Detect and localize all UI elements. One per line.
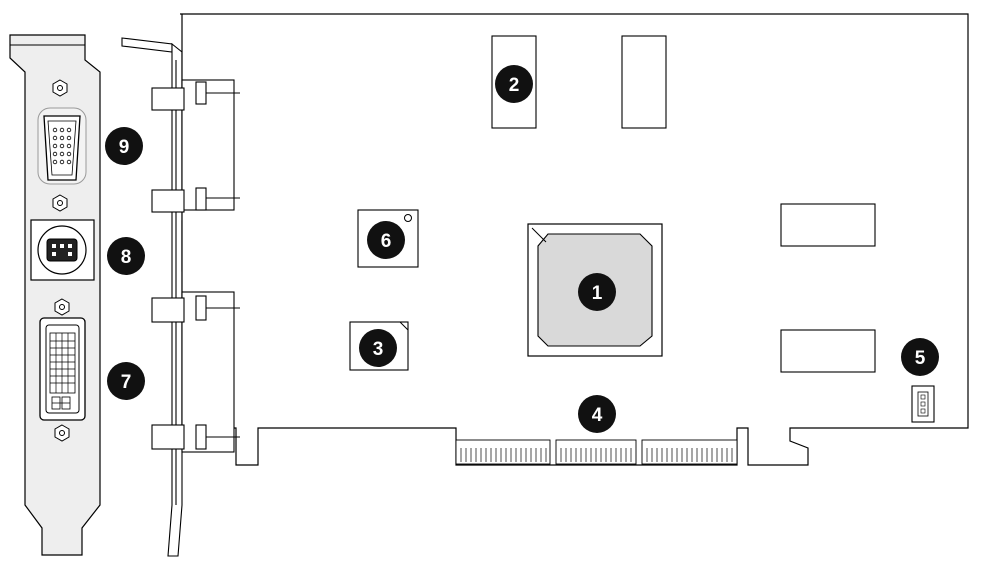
marker-7: 7: [107, 362, 145, 400]
marker-9-label: 9: [119, 137, 130, 158]
memory-chip-upper-right: [780, 203, 876, 247]
bus-connector-edge: [455, 439, 738, 465]
dvi-screw-top: [54, 298, 70, 316]
vga-connector-body: [151, 79, 240, 213]
vga-pins: [52, 127, 72, 165]
marker-1: 1: [578, 273, 616, 311]
marker-8: 8: [107, 237, 145, 275]
marker-2: 2: [495, 65, 533, 103]
marker-3-label: 3: [373, 339, 384, 360]
marker-4: 4: [578, 395, 616, 433]
marker-5-label: 5: [915, 348, 926, 369]
dvi-pin-grid: [50, 333, 75, 393]
marker-3: 3: [359, 329, 397, 367]
s-video-port: [30, 219, 95, 281]
marker-1-label: 1: [592, 283, 603, 304]
dvi-port: [39, 317, 86, 421]
memory-chip-lower-right: [780, 329, 876, 373]
marker-7-label: 7: [121, 372, 132, 393]
marker-6-label: 6: [381, 231, 392, 252]
vga-screw-top: [52, 79, 68, 97]
vga-screw-bottom: [52, 194, 68, 212]
marker-6: 6: [367, 221, 405, 259]
mounting-bracket: [9, 34, 101, 556]
dvi-connector-body: [151, 291, 240, 453]
marker-2-label: 2: [509, 75, 520, 96]
fan-connector: [911, 385, 935, 423]
marker-5: 5: [901, 338, 939, 376]
memory-chip-right: [621, 35, 667, 129]
dvi-screw-bottom: [54, 424, 70, 442]
bus-connector-pins: [460, 448, 733, 462]
vga-port: [43, 115, 81, 181]
marker-8-label: 8: [121, 247, 132, 268]
marker-9: 9: [105, 127, 143, 165]
marker-4-label: 4: [592, 405, 603, 426]
